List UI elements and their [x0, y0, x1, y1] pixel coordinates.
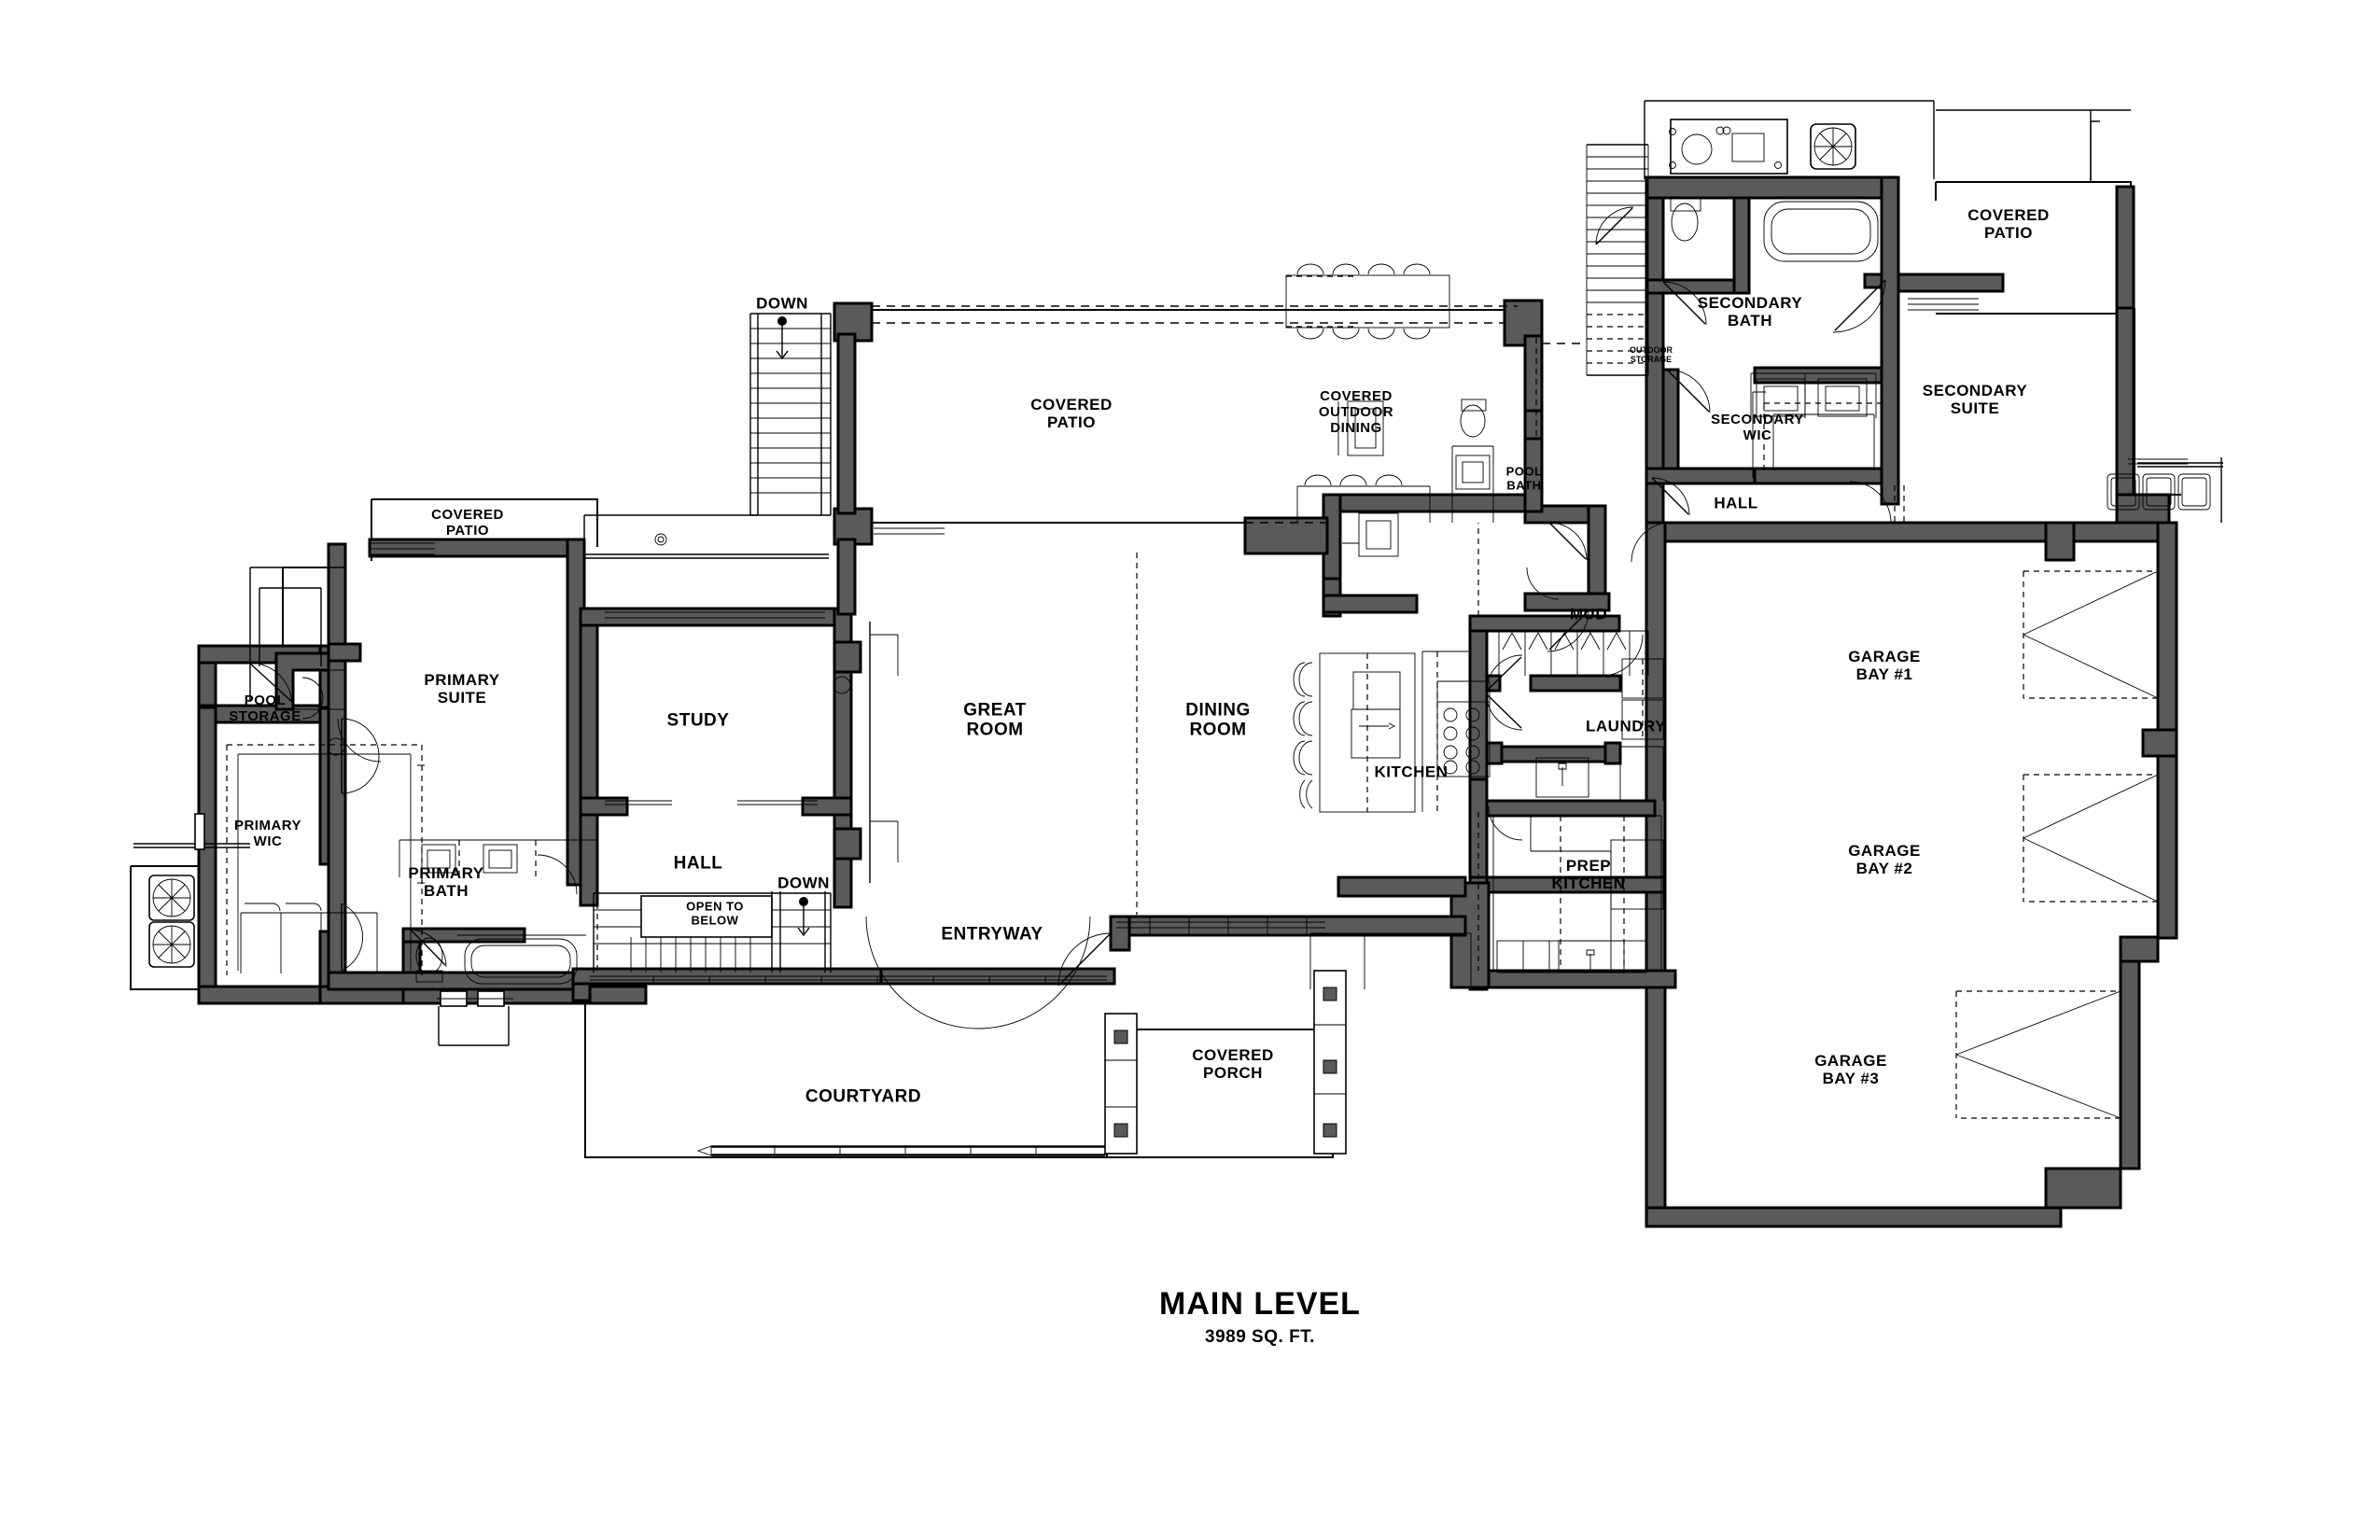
room-label-covered-patio-secondary: COVERED PATIO: [1967, 205, 2050, 242]
room-label-hall-secondary: HALL: [1714, 494, 1758, 512]
room-label-hall-primary: HALL: [673, 853, 723, 874]
door-swings: [248, 206, 1892, 1029]
roof-overhang-lines: [596, 275, 1905, 971]
room-label-garage-bay-3: GARAGE BAY #3: [1814, 1051, 1887, 1087]
room-label-covered-patio-main: COVERED PATIO: [1030, 395, 1113, 431]
room-label-secondary-suite: SECONDARY SUITE: [1922, 381, 2028, 417]
room-label-kitchen: KITCHEN: [1374, 763, 1449, 781]
laundry-fixtures: [1498, 630, 1664, 801]
room-label-prep-kitchen: PREP KITCHEN: [1551, 856, 1626, 892]
room-label-secondary-bath: SECONDARY BATH: [1697, 293, 1803, 329]
room-label-down-upper: DOWN: [756, 294, 808, 313]
misc-detail-lines: [249, 109, 2131, 883]
courtyard-wall: [696, 1145, 1105, 1156]
primary-bath-fixtures: [399, 839, 598, 1046]
pool-equipment: [133, 843, 250, 968]
room-label-pool-bath: POOL BATH: [1505, 464, 1543, 492]
room-label-outdoor-storage: OUTDOOR STORAGE: [1630, 344, 1673, 364]
plan-area: 3989 SQ. FT.: [1205, 1327, 1315, 1347]
pool-bath-walls: [1523, 409, 1611, 612]
room-label-study: STUDY: [666, 710, 730, 731]
kitchen-fixtures: [1293, 651, 1491, 989]
room-label-covered-porch: COVERED PORCH: [1192, 1045, 1274, 1082]
room-label-garage-bay-1: GARAGE BAY #1: [1848, 647, 1921, 683]
room-label-down-lower: DOWN: [777, 874, 830, 892]
upper-appliance-fixtures: [1644, 100, 1935, 478]
main-spine-walls: [833, 301, 874, 616]
room-label-covered-outdoor-dining: COVERED OUTDOOR DINING: [1318, 387, 1394, 436]
room-label-entryway: ENTRYWAY: [941, 924, 1043, 945]
upper-stairs: [749, 313, 832, 516]
room-label-dining-room: DINING ROOM: [1185, 700, 1251, 740]
room-label-laundry: LAUNDRY: [1586, 717, 1666, 735]
room-label-primary-bath: PRIMARY BATH: [408, 863, 484, 900]
patio-chairs: [2107, 457, 2223, 523]
study-walls: [579, 607, 862, 909]
plan-title-block: MAIN LEVEL 3989 SQ. FT.: [1159, 1286, 1361, 1348]
porch-posts: [1104, 970, 1347, 1155]
room-label-courtyard: COURTYARD: [805, 1086, 922, 1107]
lower-stairs: [593, 891, 832, 973]
room-label-primary-wic: PRIMARY WIC: [233, 818, 302, 849]
garage-door-symbols: [1955, 570, 2159, 1119]
windows: [370, 298, 2188, 984]
outdoor-stairs: [1586, 144, 1649, 376]
room-label-mud: MUD: [1569, 605, 1608, 623]
page-title: MAIN LEVEL: [1159, 1286, 1361, 1322]
room-label-covered-patio-primary: COVERED PATIO: [431, 507, 504, 539]
room-label-secondary-wic: SECONDARY WIC: [1711, 412, 1804, 443]
room-label-open-to-below: OPEN TO BELOW: [686, 899, 744, 927]
room-label-great-room: GREAT ROOM: [963, 700, 1027, 740]
room-label-primary-suite: PRIMARY SUITE: [424, 670, 500, 707]
room-label-garage-bay-2: GARAGE BAY #2: [1848, 841, 1921, 877]
outdoor-dining-furniture: [1285, 263, 1450, 557]
pool-bath-fixtures: [1451, 399, 1494, 523]
room-label-pool-storage: POOL STORAGE: [229, 693, 301, 724]
prep-kitchen-fixtures: [1492, 815, 1664, 973]
